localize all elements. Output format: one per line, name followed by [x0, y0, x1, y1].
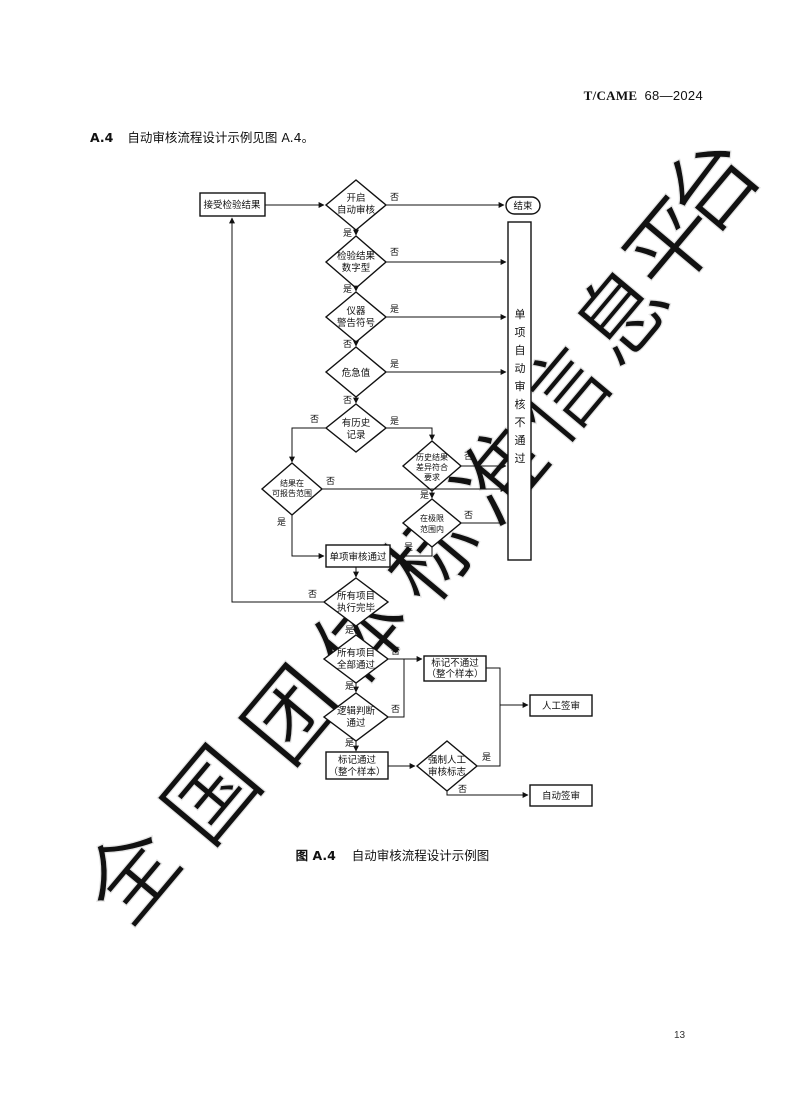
branch-no: 否 [391, 704, 400, 715]
branch-yes: 是 [390, 416, 399, 427]
all-done-label: 执行完毕 [337, 602, 376, 614]
branch-yes: 是 [277, 517, 286, 528]
all-pass-label: 全部通过 [337, 659, 376, 671]
mark-fail-label: 标记不通过 [431, 657, 479, 669]
fail-char: 审 [515, 379, 526, 393]
mark-pass-label: （整个样本） [328, 766, 385, 778]
branch-yes: 是 [345, 625, 354, 636]
connector [391, 547, 433, 559]
instrument-label: 仪器 [346, 306, 366, 317]
standard-prefix: T/CAME [583, 88, 638, 103]
end-terminal [505, 196, 541, 215]
standard-number: 68—2024 [644, 88, 703, 103]
manual-review-box [529, 694, 593, 717]
mark-fail-label: （整个样本） [426, 668, 483, 680]
single-pass-box [325, 544, 391, 568]
connector [386, 427, 435, 441]
branch-no: 否 [343, 339, 352, 350]
branch-no: 否 [390, 247, 399, 258]
limit-label: 在极限 [420, 513, 444, 523]
connector [291, 515, 325, 559]
fail-char: 通 [515, 434, 526, 447]
branch-yes: 是 [345, 738, 354, 749]
branch-no: 否 [308, 589, 317, 600]
all-done-decision [322, 577, 390, 627]
branch-no: 否 [464, 451, 473, 462]
fail-char: 不 [515, 416, 526, 429]
branch-yes: 是 [404, 542, 413, 553]
manual-label: 人工签审 [542, 700, 580, 712]
figure-caption: 图 A.4 自动审核流程设计示例图 [0, 845, 785, 864]
single-pass-label: 单项审核通过 [329, 551, 387, 563]
branch-no: 否 [464, 510, 473, 521]
reportable-label: 结果在 [280, 478, 304, 488]
numeric-result-decision [324, 235, 388, 289]
branch-yes: 是 [343, 284, 352, 295]
force-label: 强制人工 [428, 754, 467, 766]
branch-no: 否 [391, 646, 400, 657]
branch-no: 否 [343, 395, 352, 406]
force-label: 审核标志 [428, 766, 466, 778]
section-number: A.4 [90, 130, 114, 145]
all-pass-decision [322, 634, 390, 684]
branch-no: 否 [310, 414, 319, 425]
figure-number: 图 A.4 [295, 848, 336, 863]
instrument-warning-decision [324, 291, 388, 343]
figure-title: 自动审核流程设计示例图 [351, 848, 490, 863]
single-fail-box [507, 221, 532, 561]
branch-yes: 是 [390, 304, 399, 315]
reportable-label: 可报告范围 [272, 488, 312, 498]
connector [388, 659, 405, 718]
logic-label: 逻辑判断 [337, 705, 376, 717]
fail-char: 核 [515, 397, 526, 411]
branch-yes: 是 [343, 228, 352, 239]
branch-no: 否 [326, 476, 335, 487]
intro-text: 自动审核流程设计示例见图 A.4。 [127, 130, 315, 145]
logic-check-decision [322, 692, 390, 742]
history-record-decision [324, 403, 388, 453]
branch-no: 否 [390, 192, 399, 203]
fail-char: 自 [515, 344, 526, 357]
hist-diff-label: 历史结果 [416, 452, 448, 462]
auto-sign-box [529, 784, 593, 807]
intro-paragraph: A.4 自动审核流程设计示例见图 A.4。 [90, 127, 314, 146]
fail-char: 单 [515, 308, 526, 321]
auto-sign-label: 自动签审 [542, 790, 580, 802]
branch-yes: 是 [420, 490, 429, 501]
fail-char: 过 [515, 452, 526, 465]
branch-no: 否 [458, 784, 467, 795]
mark-pass-label: 标记通过 [338, 754, 377, 766]
numeric-label: 数字型 [342, 262, 371, 274]
all-pass-label: 所有项目 [337, 647, 375, 659]
connector [446, 791, 529, 798]
force-manual-decision [415, 740, 479, 792]
connector [289, 427, 326, 463]
connector [477, 705, 501, 767]
history-label: 有历史 [342, 417, 371, 429]
all-done-label: 所有项目 [337, 590, 375, 602]
standard-code: T/CAME 68—2024 [584, 88, 703, 104]
branch-yes: 是 [482, 752, 491, 763]
hist-diff-label: 差异符合 [416, 462, 448, 472]
start-label: 开启 [346, 192, 365, 204]
logic-label: 通过 [346, 717, 366, 729]
fail-char: 动 [515, 362, 526, 375]
end-label: 结束 [513, 200, 533, 212]
limit-range-decision [401, 498, 463, 548]
numeric-label: 检验结果 [337, 250, 376, 262]
limit-label: 范围内 [420, 524, 444, 534]
connector [486, 667, 529, 708]
start-label: 自动审核 [337, 204, 376, 216]
instrument-label: 警告符号 [337, 317, 375, 329]
fail-char: 项 [515, 326, 526, 339]
hist-diff-label: 要求 [424, 472, 440, 482]
receive-label: 接受检验结果 [203, 199, 261, 211]
branch-yes: 是 [345, 681, 354, 692]
critical-label: 危急值 [342, 367, 371, 379]
branch-yes: 是 [390, 359, 399, 370]
history-label: 记录 [346, 429, 366, 441]
connector [229, 217, 324, 603]
page-number: 13 [674, 1030, 686, 1041]
